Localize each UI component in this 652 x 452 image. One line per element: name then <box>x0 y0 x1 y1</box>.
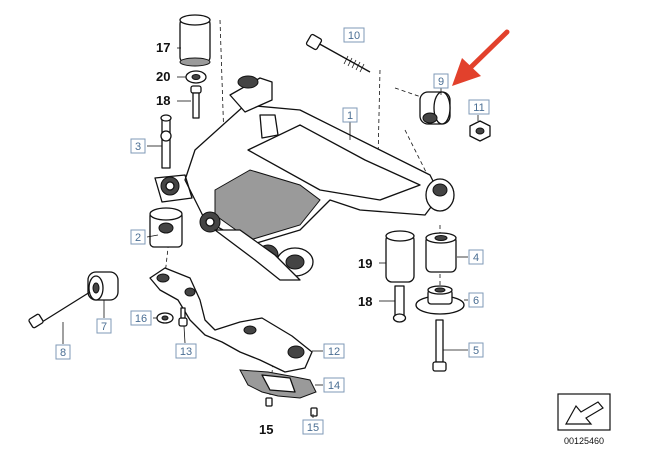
svg-text:16: 16 <box>135 313 147 325</box>
direction-arrow-icon <box>557 393 611 431</box>
svg-text:10: 10 <box>348 30 360 42</box>
label-8: 8 <box>55 344 71 360</box>
label-17: 17 <box>156 40 170 55</box>
label-13: 13 <box>175 343 197 359</box>
label-15-plain: 15 <box>259 422 273 437</box>
leader-lines <box>62 47 479 418</box>
washer-20 <box>185 70 207 84</box>
bolt-10 <box>305 33 371 73</box>
bolt-5 <box>432 319 447 372</box>
label-10: 10 <box>343 27 365 43</box>
svg-text:13: 13 <box>180 346 192 358</box>
bushing-9 <box>419 91 451 125</box>
svg-text:5: 5 <box>473 345 479 357</box>
diagram-code: 00125460 <box>564 436 604 446</box>
label-16: 16 <box>130 310 152 326</box>
label-1: 1 <box>342 107 358 123</box>
stud-3 <box>160 114 172 169</box>
washer-16 <box>156 312 174 324</box>
rubber-mount-4 <box>425 232 457 273</box>
bolt-8 <box>28 291 91 329</box>
highlight-arrow <box>452 29 510 86</box>
bolt-13 <box>178 307 188 327</box>
svg-text:6: 6 <box>473 295 479 307</box>
rubber-mount-19 <box>385 230 415 283</box>
label-14: 14 <box>323 377 345 393</box>
svg-text:1: 1 <box>347 110 353 122</box>
label-19: 19 <box>358 256 372 271</box>
label-11: 11 <box>468 99 490 115</box>
svg-text:8: 8 <box>60 347 66 359</box>
bolt-18-top <box>190 85 202 119</box>
svg-text:15: 15 <box>307 422 319 434</box>
nut-11 <box>469 120 491 142</box>
rubber-mount-2 <box>149 207 183 248</box>
screw-15-left <box>265 397 273 407</box>
svg-text:3: 3 <box>135 141 141 153</box>
svg-text:12: 12 <box>328 346 340 358</box>
washer-6 <box>415 285 465 315</box>
svg-text:4: 4 <box>473 252 479 264</box>
label-5: 5 <box>468 342 484 358</box>
label-12: 12 <box>323 343 345 359</box>
svg-text:7: 7 <box>101 321 107 333</box>
bushing-7 <box>87 271 119 301</box>
rubber-mount-17 <box>179 14 211 67</box>
svg-text:11: 11 <box>473 102 484 114</box>
label-2: 2 <box>130 229 146 245</box>
label-7: 7 <box>96 318 112 334</box>
label-18-top: 18 <box>156 93 170 108</box>
label-6: 6 <box>468 292 484 308</box>
label-20: 20 <box>156 69 170 84</box>
rear-axle-subframe <box>154 75 455 281</box>
svg-text:2: 2 <box>135 232 141 244</box>
svg-text:9: 9 <box>438 76 444 88</box>
reinforcement-plate-12 <box>149 267 313 373</box>
label-18-bottom: 18 <box>358 294 372 309</box>
label-4: 4 <box>468 249 484 265</box>
screw-15-right <box>310 407 318 417</box>
heat-shield-14 <box>239 369 317 399</box>
label-3: 3 <box>130 138 146 154</box>
label-15-boxed: 15 <box>302 419 324 435</box>
label-9: 9 <box>433 73 449 89</box>
bolt-18-bottom <box>392 285 407 323</box>
svg-text:14: 14 <box>328 380 340 392</box>
